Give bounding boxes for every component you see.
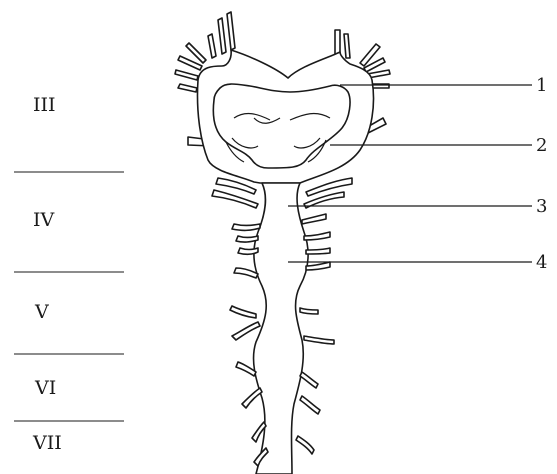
- label-1: 1: [536, 75, 547, 96]
- segment-label-vii: VII: [32, 432, 62, 454]
- segment-label-iii: III: [33, 94, 56, 116]
- anatomy-drawing: [175, 12, 390, 474]
- segment-scale: III IV V VI VII: [14, 94, 124, 454]
- label-3: 3: [536, 196, 547, 217]
- label-4: 4: [536, 252, 547, 273]
- segment-label-vi: VI: [34, 377, 56, 399]
- segment-label-v: V: [34, 301, 49, 323]
- label-2: 2: [536, 135, 547, 156]
- segment-label-iv: IV: [33, 209, 55, 231]
